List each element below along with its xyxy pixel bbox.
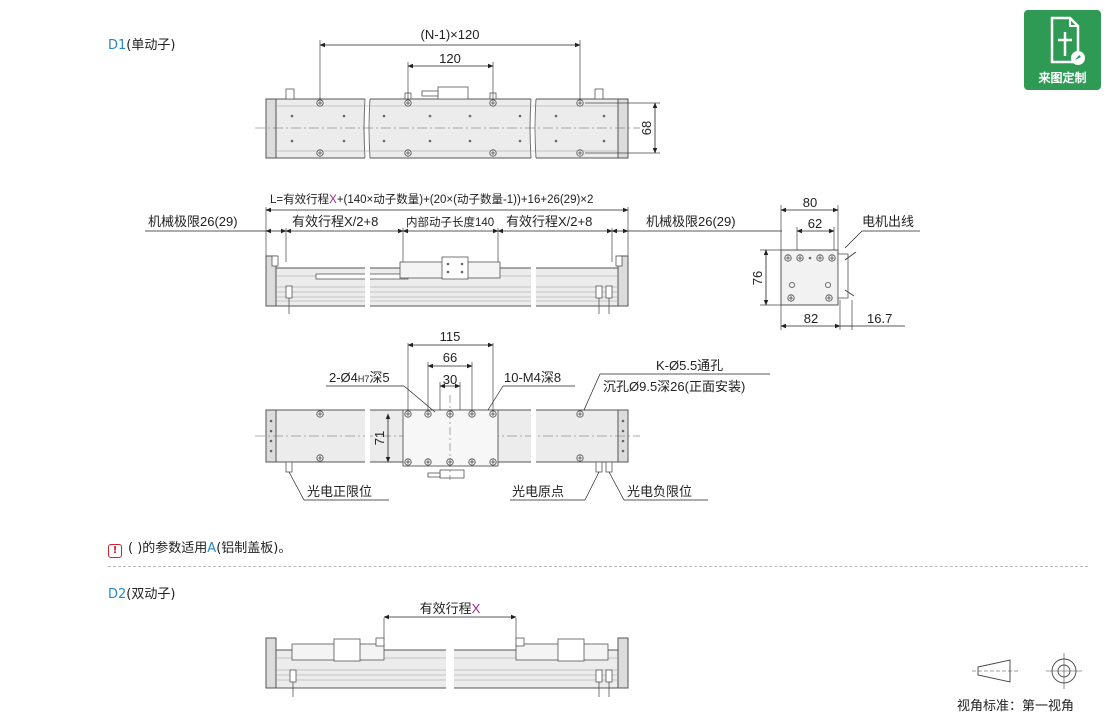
first-angle-projection-icon: [972, 653, 1082, 689]
dim-115: 115: [440, 329, 461, 344]
end-view: 80 62 电机出线 76 82 16.7: [750, 195, 920, 330]
d2-view: 有效行程X: [265, 601, 629, 697]
length-formula: L=有效行程X+(140×动子数量)+(20×(动子数量-1))+16+26(2…: [270, 192, 593, 206]
sensor-origin-label: 光电原点: [512, 484, 564, 499]
section-title-d1: D1(单动子): [108, 34, 175, 53]
warning-icon: !: [108, 544, 122, 558]
pin-label: 2-Ø4H7深5: [329, 370, 390, 385]
mover-length-label: 内部动子长度140: [406, 215, 494, 229]
dim-71: 71: [372, 431, 387, 445]
d2-stroke-label: 有效行程X: [420, 601, 481, 616]
pitch-sub-label: 120: [439, 51, 461, 66]
left-limit-label: 机械极限26(29): [148, 214, 238, 229]
section-code-d2: D2: [108, 587, 127, 602]
section-code-d1: D1: [108, 38, 127, 53]
note-highlight: A: [207, 541, 217, 556]
dim-30: 30: [443, 372, 457, 387]
height-label: 68: [639, 121, 654, 135]
end-height: 76: [750, 271, 765, 285]
note-text-before: ( )的参数适用: [128, 541, 208, 556]
sensor-positive-label: 光电正限位: [307, 484, 372, 499]
cable-label: 电机出线: [862, 214, 914, 229]
custom-drawing-badge[interactable]: 来图定制: [1024, 10, 1101, 90]
end-offset: 16.7: [867, 311, 892, 326]
hole-label: K-Ø5.5通孔: [656, 358, 723, 373]
left-stroke-label: 有效行程X/2+8: [292, 214, 378, 229]
side-view: L=有效行程X+(140×动子数量)+(20×(动子数量-1))+16+26(2…: [145, 192, 782, 314]
end-width-top: 80: [803, 195, 817, 210]
section-name-d1: (单动子): [126, 38, 176, 53]
note-text-after: (铝制盖板)。: [216, 541, 292, 556]
counterbore-label: 沉孔Ø9.5深26(正面安装): [603, 379, 745, 394]
right-limit-label: 机械极限26(29): [646, 214, 736, 229]
top-view: (N-1)×120 120 68: [255, 27, 660, 160]
dim-66: 66: [443, 350, 457, 365]
badge-label: 来图定制: [1038, 71, 1087, 85]
sensor-negative-label: 光电负限位: [627, 484, 692, 499]
tap-label: 10-M4深8: [504, 370, 561, 385]
parameter-note: ! ( )的参数适用A(铝制盖板)。: [108, 537, 291, 558]
mover-view: 115 66 30 71 2-Ø4H7深5 10-M4深8 K-Ø5.5通孔 沉…: [255, 329, 770, 501]
section-divider: [108, 566, 1088, 567]
section-title-d2: D2(双动子): [108, 583, 175, 602]
pitch-label: (N-1)×120: [421, 27, 480, 42]
end-width-bottom: 82: [804, 311, 818, 326]
document-icon: [1050, 16, 1085, 65]
projection-label: 视角标准：第一视角: [957, 699, 1075, 714]
end-width-inner: 62: [808, 216, 822, 231]
section-name-d2: (双动子): [126, 587, 176, 602]
right-stroke-label: 有效行程X/2+8: [506, 214, 592, 229]
